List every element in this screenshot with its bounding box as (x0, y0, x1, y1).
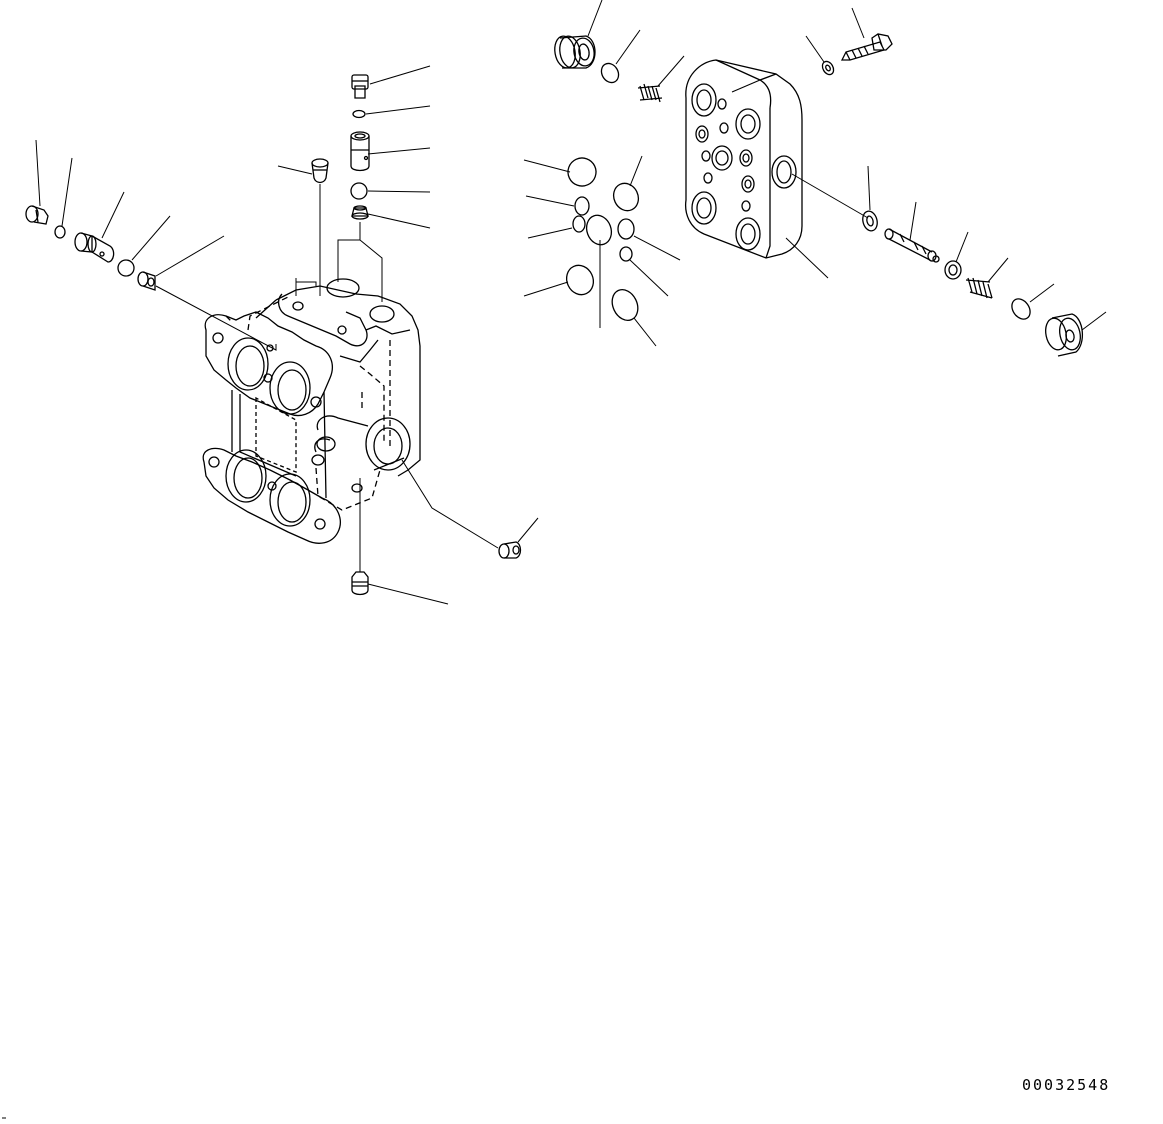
leader-lines (36, 0, 1106, 604)
valve-body-side-port (366, 418, 410, 470)
orifice-plug-lower (352, 572, 368, 595)
o-ring-left (55, 226, 65, 238)
plug-right-small (499, 542, 521, 558)
spring-top-center (638, 84, 662, 102)
valve-body-top-block (276, 286, 420, 476)
plug-right (1043, 314, 1083, 356)
valve-seat (352, 206, 368, 219)
valve-body-side (232, 390, 326, 498)
spring-right (966, 278, 992, 298)
o-ring-top-center (598, 60, 622, 85)
valve-sleeve (351, 132, 369, 171)
o-ring-set (562, 153, 643, 324)
seat-left (138, 272, 155, 290)
cover-plate (686, 60, 802, 258)
orifice-plug-upper (312, 159, 328, 183)
valve-body-ports (209, 333, 325, 529)
spring-seat-right (945, 261, 961, 279)
valve-body (203, 279, 420, 543)
ball (351, 183, 367, 199)
valve-spool-right (885, 229, 939, 262)
piston-left (75, 233, 114, 262)
valve-body-front-flange (205, 312, 332, 416)
plug-top (352, 75, 368, 98)
drawing-number: 00032548 (1022, 1076, 1111, 1094)
plug-top-center (552, 35, 596, 70)
valve-body-lower-flange (203, 449, 340, 544)
o-ring-small-top (353, 111, 365, 118)
plug-left (26, 206, 48, 224)
o-ring-right (1008, 295, 1034, 322)
seal-ring-right (861, 210, 880, 233)
bolt (842, 34, 892, 60)
ball-left (118, 260, 134, 276)
washer (820, 59, 836, 76)
